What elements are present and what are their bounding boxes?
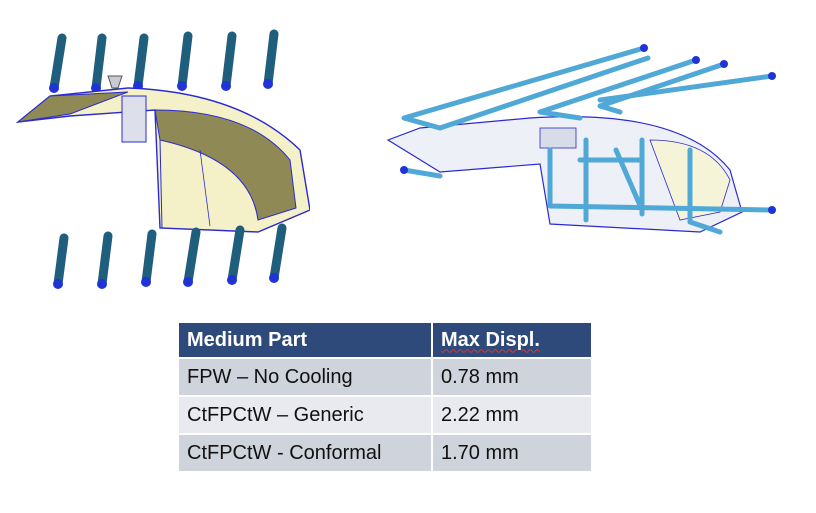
row-max-displ-value: 0.78 mm — [433, 357, 591, 395]
column-header-max-displ-label: Max Displ. — [441, 328, 540, 351]
column-header-max-displ: Max Displ. — [433, 323, 591, 357]
row-case-label: FPW – No Cooling — [179, 357, 433, 395]
row-case-label: CtFPCtW - Conformal — [179, 433, 433, 471]
row-case-label: CtFPCtW – Generic — [179, 395, 433, 433]
table-row: CtFPCtW – Generic 2.22 mm — [179, 395, 591, 433]
row-max-displ-value: 2.22 mm — [433, 395, 591, 433]
bottom-pin-row — [53, 223, 287, 289]
column-header-medium-part: Medium Part — [179, 323, 433, 357]
cooling-channels — [401, 45, 775, 235]
translucent-part — [386, 116, 743, 233]
table-row: CtFPCtW - Conformal 1.70 mm — [179, 433, 591, 471]
max-displacement-table: Medium Part Max Displ. FPW – No Cooling … — [179, 323, 591, 471]
channel-ends — [400, 44, 776, 214]
row-max-displ-value: 1.70 mm — [433, 433, 591, 471]
table-row: FPW – No Cooling 0.78 mm — [179, 357, 591, 395]
molded-part — [15, 75, 310, 233]
mold-part-with-cooling-pins-figure — [15, 29, 310, 289]
mold-part-with-cooling-channels-figure — [386, 44, 776, 235]
top-pin-row — [49, 29, 279, 93]
table-header-row: Medium Part Max Displ. — [179, 323, 591, 357]
